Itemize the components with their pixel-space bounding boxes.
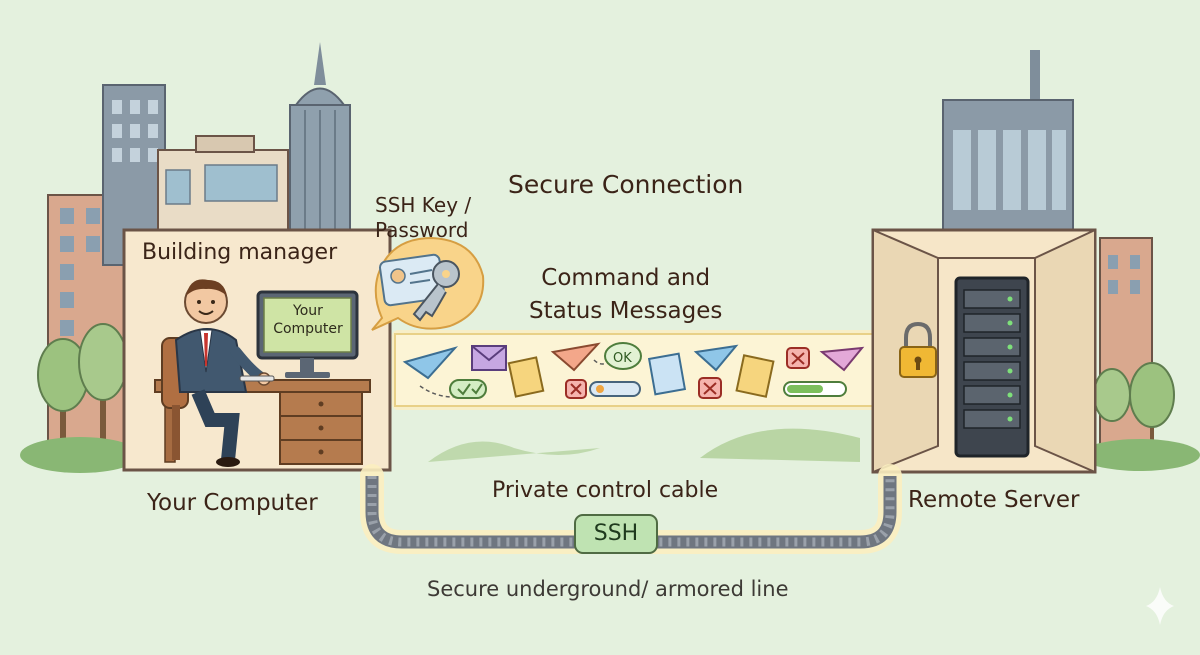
error-x-icon [565, 379, 587, 399]
monitor-screen-line2: Computer [273, 321, 343, 337]
paper-plane-icon [693, 344, 739, 372]
building-manager-figure [174, 279, 271, 467]
id-card-icon [379, 253, 445, 307]
server-rack-icon [954, 276, 1030, 458]
channel-label-line1: Command and [541, 265, 711, 291]
ssh-key-label-line2: Password [375, 218, 469, 242]
armored-line-label: Secure underground/ armored line [427, 577, 789, 601]
left-trees [20, 323, 140, 473]
error-x-icon [786, 347, 810, 369]
sparkle-icon [1146, 587, 1174, 625]
building-manager-label: Building manager [142, 240, 338, 265]
document-icon [507, 356, 545, 398]
remote-server-label: Remote Server [908, 487, 1080, 513]
paper-plane-icon [402, 346, 459, 380]
ok-bubble-text: OK [613, 351, 632, 366]
ssh-badge: SSH [574, 514, 658, 554]
right-city-skyline [942, 50, 1200, 471]
ssh-key-label-line1: SSH Key / [375, 193, 472, 217]
computer-monitor [239, 290, 359, 382]
channel-label-line2: Status Messages [529, 298, 723, 324]
ssh-key-label: SSH Key / Password [375, 193, 471, 243]
monitor-screen-line1: Your [293, 303, 323, 319]
your-computer-label: Your Computer [147, 490, 318, 516]
monitor-screen-text: Your Computer [264, 302, 352, 338]
check-icon [449, 379, 487, 399]
message-channel: OK [392, 330, 878, 462]
paper-plane-icon [550, 342, 601, 372]
paper-plane-icon [819, 346, 865, 372]
private-cable-label: Private control cable [492, 478, 719, 503]
key-icon [412, 260, 460, 322]
document-icon [647, 352, 687, 396]
envelope-icon [471, 345, 507, 371]
diagram-title: Secure Connection [508, 170, 744, 199]
ssh-key-bubble [371, 236, 485, 331]
document-icon [735, 354, 775, 398]
status-bar-icon [589, 381, 641, 397]
progress-bar-icon [783, 381, 847, 397]
padlock-icon [899, 321, 937, 378]
error-x-icon [698, 377, 722, 399]
ok-bubble-icon [604, 342, 642, 370]
channel-label: Command and Status Messages [529, 262, 722, 328]
